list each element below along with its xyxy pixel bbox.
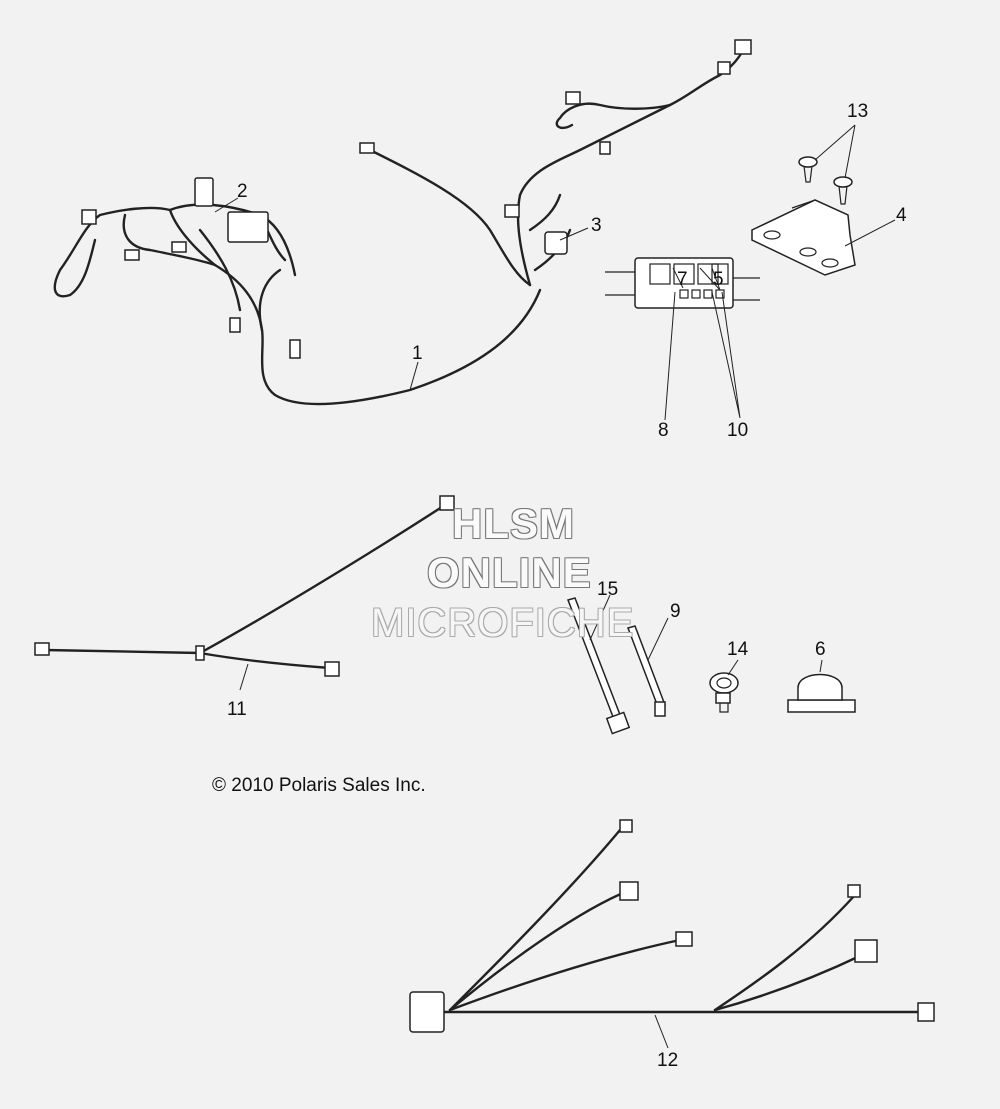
watermark-line-2: ONLINE (427, 549, 592, 596)
callout-3: 3 (591, 215, 602, 236)
main-wire-harness (53, 39, 752, 406)
callout-6: 6 (815, 639, 826, 660)
callout-5: 5 (713, 269, 724, 290)
callout-8: 8 (658, 420, 669, 441)
callout-12: 12 (657, 1050, 679, 1071)
fuse-box-bracket (751, 199, 856, 276)
push-rivet-fasteners (798, 156, 853, 205)
callout-4: 4 (896, 205, 907, 226)
y-wire-harness (34, 495, 455, 677)
callout-10: 10 (727, 420, 749, 441)
callout-2: 2 (237, 181, 248, 202)
watermark-line-3: MICROFICHE (371, 601, 635, 645)
wire-clip (787, 673, 856, 713)
callout-9: 9 (670, 601, 681, 622)
cable-ties (567, 597, 666, 735)
callout-14: 14 (727, 639, 749, 660)
fuse-relay-box (605, 257, 760, 309)
callout-13: 13 (847, 101, 869, 122)
callout-11: 11 (227, 699, 247, 720)
hose-clamp (709, 672, 739, 713)
lower-wire-harness (409, 819, 935, 1033)
callout-1: 1 (412, 343, 423, 364)
watermark-line-1: HLSM (452, 500, 575, 547)
callout-7: 7 (677, 269, 688, 290)
callout-15: 15 (597, 579, 619, 600)
copyright-notice: © 2010 Polaris Sales Inc. (212, 775, 426, 796)
leader-lines (214, 124, 896, 1049)
